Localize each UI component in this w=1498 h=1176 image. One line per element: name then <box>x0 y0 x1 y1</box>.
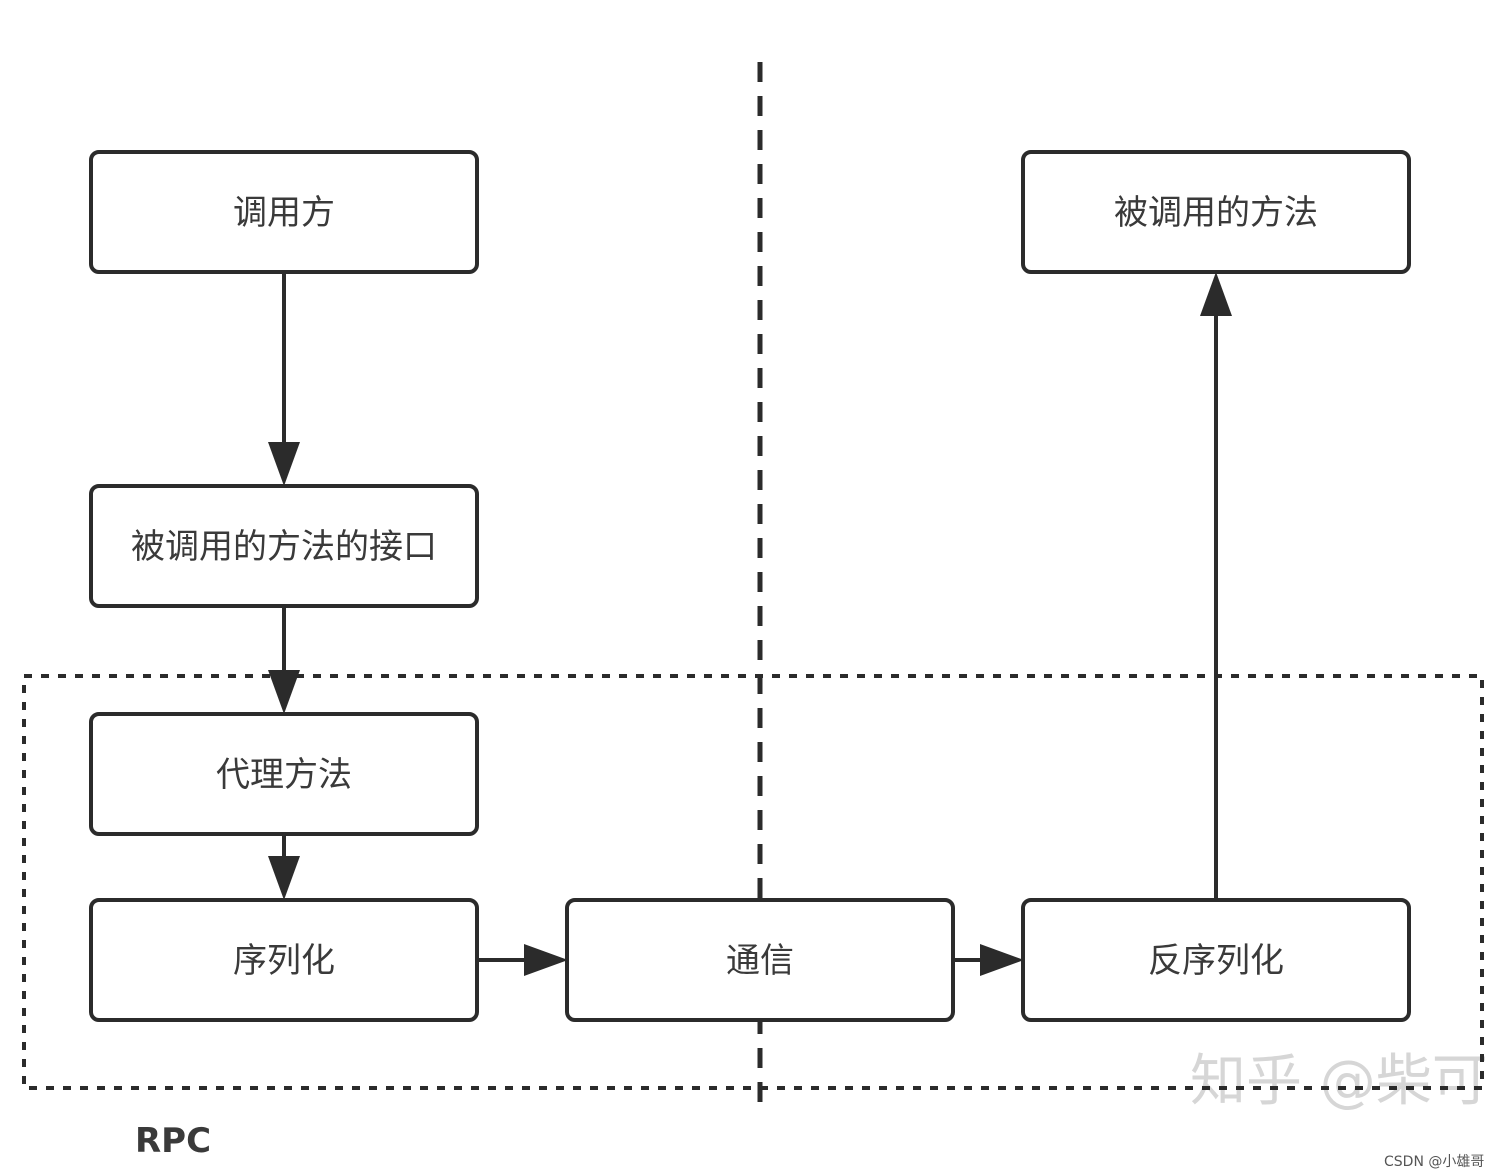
edge-proxy-to-serialize <box>268 834 300 900</box>
node-communication-label: 通信 <box>726 941 794 981</box>
node-deserialize: 反序列化 <box>1021 898 1411 1022</box>
node-proxy: 代理方法 <box>89 712 479 836</box>
watermark-text: 知乎 @柴可 <box>1190 1049 1488 1114</box>
node-caller-label: 调用方 <box>233 193 335 233</box>
edge-caller-to-interface <box>268 272 300 486</box>
edge-deserialize-to-callee <box>1200 272 1232 898</box>
node-callee: 被调用的方法 <box>1021 150 1411 274</box>
credit-watermark: CSDN @小雄哥 <box>1384 1154 1484 1170</box>
node-serialize: 序列化 <box>89 898 479 1022</box>
node-deserialize-label: 反序列化 <box>1148 941 1284 981</box>
node-interface-label: 被调用的方法的接口 <box>131 527 437 567</box>
node-serialize-label: 序列化 <box>233 941 335 981</box>
edge-serialize-to-communication <box>478 944 568 976</box>
node-interface: 被调用的方法的接口 <box>89 484 479 608</box>
edge-interface-to-proxy <box>268 606 300 714</box>
node-caller: 调用方 <box>89 150 479 274</box>
rpc-group-label: RPC <box>135 1121 211 1161</box>
node-proxy-label: 代理方法 <box>216 755 352 795</box>
edge-communication-to-deserialize <box>952 944 1024 976</box>
node-communication: 通信 <box>565 898 955 1022</box>
node-callee-label: 被调用的方法 <box>1114 193 1318 233</box>
